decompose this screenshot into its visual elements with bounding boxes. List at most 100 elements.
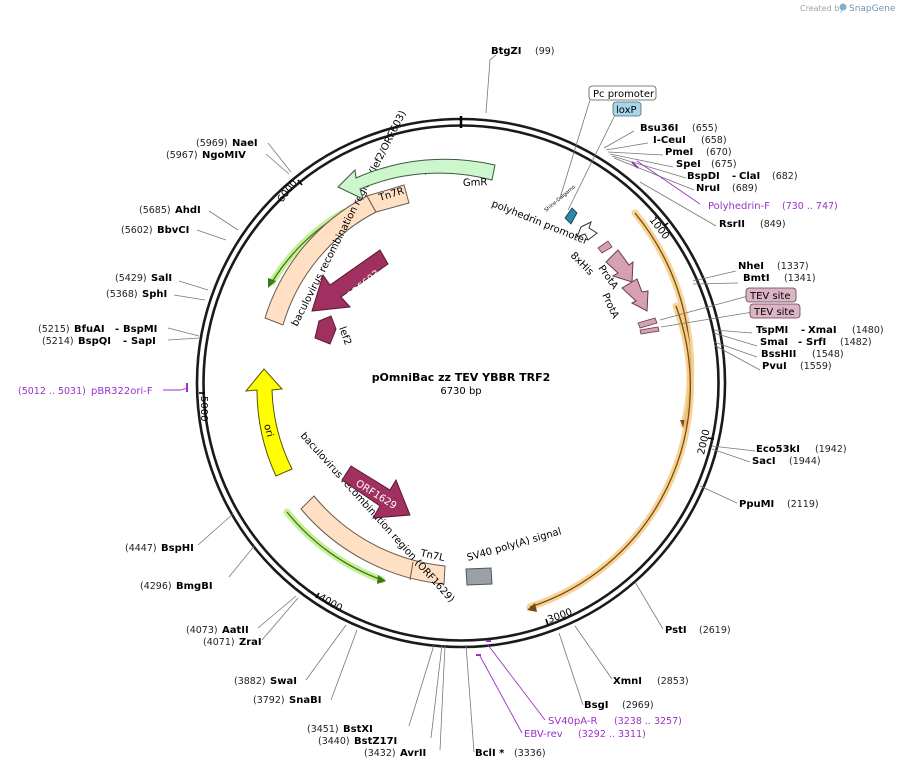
site-bsgi: BsgI (584, 700, 608, 711)
plasmid-name: pOmniBac zz TEV YBBR TRF2 (372, 371, 551, 384)
site-xmai: XmaI (808, 325, 837, 336)
site-tspmi: TspMI (756, 325, 788, 336)
orange-arc-arrow-2 (527, 603, 537, 612)
svg-text:(670): (670) (706, 147, 732, 158)
svg-text:(730 .. 747): (730 .. 747) (782, 201, 838, 212)
svg-text:(2119): (2119) (787, 499, 819, 510)
tick-3000 (545, 618, 549, 626)
svg-text:(655): (655) (692, 123, 718, 134)
svg-text:(99): (99) (535, 46, 555, 57)
site-bsphi: BspHI (161, 543, 194, 554)
svg-text:(675): (675) (711, 159, 737, 170)
svg-text:(4073): (4073) (186, 625, 218, 636)
site-snabi: SnaBI (289, 695, 321, 706)
svg-text:(5967): (5967) (166, 150, 198, 161)
svg-text:(4071): (4071) (203, 637, 235, 648)
svg-text:(3238 .. 3257): (3238 .. 3257) (614, 716, 682, 727)
site-ahdi: AhdI (175, 205, 201, 216)
primer-ebv-rev: EBV-rev (524, 729, 563, 740)
tick-6000 (297, 179, 303, 186)
primer-labels: Polyhedrin-F (730 .. 747) (5012 .. 5031)… (18, 201, 838, 740)
site-naei: NaeI (232, 138, 258, 149)
svg-text:(5969): (5969) (196, 138, 228, 149)
feature-tn7r (366, 184, 410, 213)
tev-site-box-1 (745, 287, 797, 303)
site-bstxi: BstXI (343, 724, 373, 735)
snapgene-watermark: Created by SnapGene (800, 3, 896, 14)
site-pvui: PvuI (762, 361, 787, 372)
site-zrai: ZraI (239, 637, 262, 648)
feature-polyhedrin-promoter: polyhedrin promoter Shine-Dalgarno (490, 184, 598, 248)
tick-1000 (663, 222, 669, 227)
feature-lef2: lef2 (314, 315, 353, 347)
site-spei: SpeI (676, 159, 701, 170)
svg-text:(2619): (2619) (699, 625, 731, 636)
site-bcli: BclI * (475, 748, 505, 759)
loxP-box (612, 101, 642, 117)
tick-4000 (315, 592, 320, 599)
site-bmgbi: BmgBI (176, 581, 213, 592)
site-eco53ki: Eco53kI (756, 444, 800, 455)
site-leader-lines (167, 54, 761, 753)
feature-ori: ori (244, 368, 293, 477)
svg-text:(2853): (2853) (657, 676, 689, 687)
site-bbvci: BbvCI (157, 225, 189, 236)
svg-text:-: - (732, 171, 736, 182)
feature-sv40: SV40 poly(A) signal (465, 526, 563, 586)
site-psti: PstI (665, 625, 687, 636)
svg-text:(5685): (5685) (139, 205, 171, 216)
svg-text:-: - (115, 324, 119, 335)
site-xmni: XmnI (613, 676, 642, 687)
svg-text:(1480): (1480) (852, 325, 884, 336)
primer-leader-lines (163, 160, 701, 734)
site-bspmi: BspMI (123, 324, 157, 335)
svg-text:(5602): (5602) (121, 225, 153, 236)
feature-loxP-marker (564, 207, 578, 225)
label-tn7l: Tn7L (418, 548, 446, 564)
site-labels-left: (3432) AvrII (3440) BstZ17I (3451) BstXI… (38, 138, 426, 759)
primer-polyhedrin-f: Polyhedrin-F (708, 201, 770, 212)
snapgene-logo-icon (839, 3, 847, 11)
site-bmti: BmtI (743, 273, 770, 284)
label-gmR: GmR (463, 177, 488, 189)
svg-text:(1341): (1341) (784, 273, 816, 284)
svg-text:(3432): (3432) (364, 748, 396, 759)
label-pc-promoter: Pc promoter (593, 89, 655, 100)
svg-text:-: - (123, 336, 127, 347)
site-pmei: PmeI (665, 147, 693, 158)
site-bstz17i: BstZ17I (354, 736, 397, 747)
svg-text:(1548): (1548) (812, 349, 844, 360)
svg-text:(1337): (1337) (777, 261, 809, 272)
svg-text:-: - (801, 325, 805, 336)
site-swai: SwaI (270, 676, 297, 687)
plasmid-length: 6730 bp (440, 386, 481, 397)
svg-text:(5214): (5214) (42, 336, 74, 347)
svg-text:(4447): (4447) (125, 543, 157, 554)
site-avrii: AvrII (400, 748, 426, 759)
site-aatii: AatII (222, 625, 249, 636)
svg-text:(5215): (5215) (38, 324, 70, 335)
svg-text:(3882): (3882) (234, 676, 266, 687)
site-bsshii: BssHII (761, 349, 796, 360)
label-protA-2: ProtA (599, 292, 620, 321)
primer-sv40pa-r: SV40pA-R (548, 716, 597, 727)
feature-label-boxes: Pc promoter loxP TEV site TEV site (559, 85, 801, 328)
svg-text:(1944): (1944) (789, 456, 821, 467)
site-labels-right: BtgZI (99) Bsu36I (655) I-CeuI (658) Pme… (475, 46, 884, 759)
site-sphi: SphI (142, 289, 167, 300)
site-bspdi: BspDI (687, 171, 720, 182)
svg-text:-: - (798, 337, 802, 348)
svg-text:(5368): (5368) (106, 289, 138, 300)
feature-promoter-arrow (576, 221, 598, 241)
site-rsrii: RsrII (719, 219, 745, 230)
svg-text:SnapGene: SnapGene (849, 4, 896, 14)
site-sali: SalI (151, 273, 172, 284)
site-ngomiv: NgoMIV (202, 150, 246, 161)
svg-text:(1942): (1942) (815, 444, 847, 455)
svg-text:Created by: Created by (800, 4, 844, 13)
feature-gmR: GmR (337, 158, 496, 200)
svg-text:(5429): (5429) (115, 273, 147, 284)
svg-text:(5012 .. 5031): (5012 .. 5031) (18, 386, 86, 397)
site-bspqi: BspQI (78, 336, 111, 347)
